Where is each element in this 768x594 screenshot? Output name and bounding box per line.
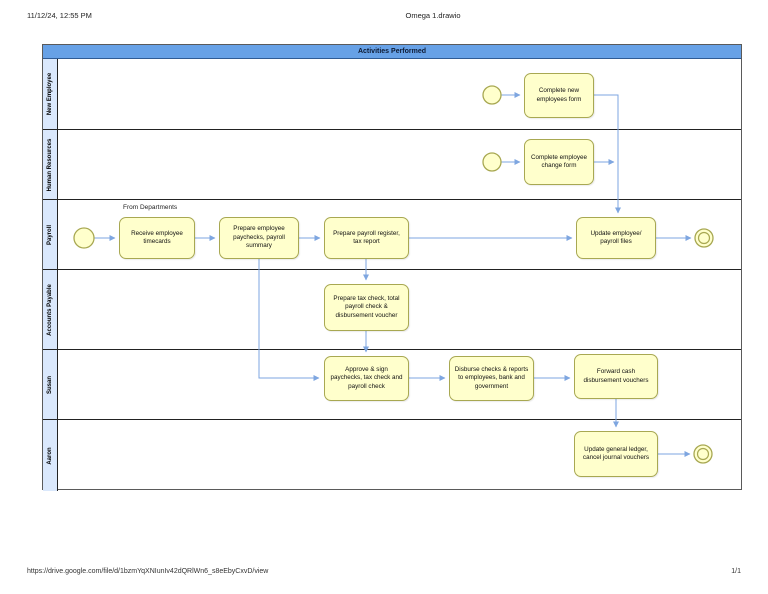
task-prepare-employee-paychecks: Prepare employee paychecks, payroll summ… xyxy=(219,217,299,259)
print-page-number: 1/1 xyxy=(731,568,741,575)
print-footer-url: https://drive.google.com/file/d/1bzmYqXN… xyxy=(27,568,269,575)
task-disburse-checks-reports: Disburse checks & reports to employees, … xyxy=(449,356,534,401)
task-layer: From Departments Complete new employees … xyxy=(43,45,743,491)
task-forward-cash-vouchers: Forward cash disbursement vouchers xyxy=(574,354,658,399)
document-title: Omega 1.drawio xyxy=(405,11,461,20)
task-prepare-tax-check: Prepare tax check, total payroll check &… xyxy=(324,284,409,331)
lane-payroll: Payroll xyxy=(43,200,741,270)
task-prepare-payroll-register: Prepare payroll register, tax report xyxy=(324,217,409,259)
lane-aaron: Aaron xyxy=(43,420,741,491)
task-receive-employee-timecards: Receive employee timecards xyxy=(119,217,195,259)
task-complete-new-employees-form: Complete new employees form xyxy=(524,73,594,118)
lane-accounts-payable: Accounts Payable xyxy=(43,270,741,350)
from-departments-label: From Departments xyxy=(123,204,178,211)
print-timestamp: 11/12/24, 12:55 PM xyxy=(27,11,92,20)
task-update-employee-payroll-files: Update employee/ payroll files xyxy=(576,217,656,259)
pool-title: Activities Performed xyxy=(43,45,741,59)
lane-susan: Susan xyxy=(43,350,741,420)
lane-human-resources: Human Resources xyxy=(43,130,741,200)
task-approve-sign-paychecks: Approve & sign paychecks, tax check and … xyxy=(324,356,409,401)
lane-new-employee: New Employee xyxy=(43,59,741,130)
bpmn-pool: Activities Performed New Employee Human … xyxy=(42,44,743,491)
swimlanes: New Employee Human Resources Payroll Acc… xyxy=(43,59,741,491)
task-update-general-ledger: Update general ledger, cancel journal vo… xyxy=(574,431,658,477)
task-complete-employee-change-form: Complete employee change form xyxy=(524,139,594,185)
